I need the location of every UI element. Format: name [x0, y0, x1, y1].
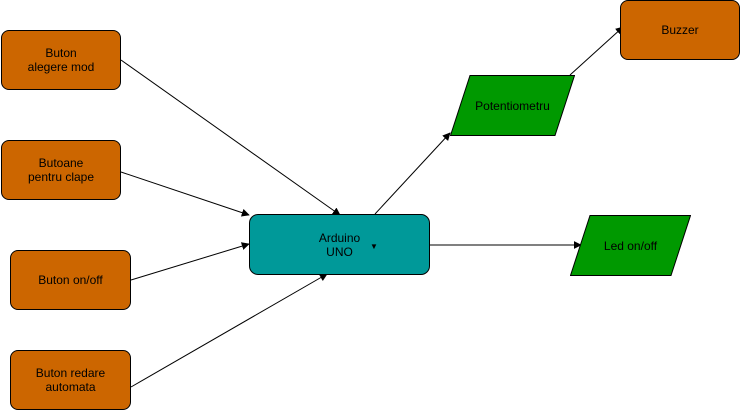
node-label: Arduino UNO [318, 230, 361, 259]
node-label: Buton on/off [38, 273, 103, 287]
edge-buton-on-off-to-arduino [130, 242, 250, 281]
edge-buton-redare-automata-to-arduino [130, 273, 328, 388]
node-led-on-off[interactable]: Led on/off [570, 215, 691, 276]
parallelogram-shape [570, 215, 691, 276]
parallelogram-fill [570, 215, 691, 276]
node-label: Buton redare automata [35, 366, 106, 394]
node-label: Potentiometru [475, 98, 550, 113]
parallelogram-shape [450, 75, 575, 136]
node-arduino-uno[interactable]: Arduino UNO ▼ [249, 214, 430, 275]
edge-butoane-pentru-clape-to-arduino [120, 171, 250, 217]
parallelogram-fill [450, 75, 575, 136]
node-buton-on-off[interactable]: Buton on/off [10, 250, 131, 310]
node-potentiometru[interactable]: Potentiometru [450, 75, 575, 136]
node-label: Led on/off [603, 238, 658, 253]
caret-down-icon: ▼ [370, 242, 378, 251]
node-buton-redare-automata[interactable]: Buton redare automata [10, 350, 131, 410]
node-label: Buton alegere mod [27, 46, 95, 74]
node-label: Butoane pentru clape [27, 156, 95, 184]
edge-buton-alegere-mod-to-arduino [120, 59, 341, 216]
node-buton-alegere-mod[interactable]: Buton alegere mod [1, 30, 121, 90]
edge-arduino-to-potentiometru [374, 132, 451, 215]
edge-potentiometru-to-buzzer [569, 26, 624, 76]
node-butoane-pentru-clape[interactable]: Butoane pentru clape [1, 140, 121, 200]
node-buzzer[interactable]: Buzzer [620, 0, 740, 60]
node-label: Buzzer [661, 23, 699, 37]
